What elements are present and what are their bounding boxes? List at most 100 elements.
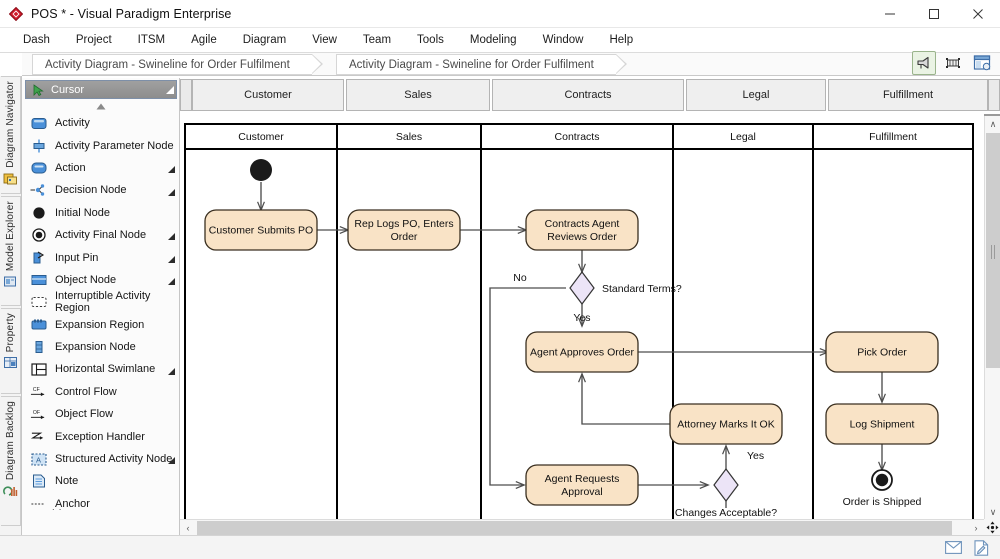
maximize-button[interactable] [912,0,956,28]
node-pick-order[interactable] [825,331,939,373]
palette-item-activity-final-node[interactable]: Activity Final Node [22,224,179,246]
sidebar-item-diagram-navigator[interactable]: Diagram Navigator [1,76,21,194]
menu-item-diagram[interactable]: Diagram [242,34,287,46]
action-nodes [204,209,939,506]
breadcrumb-item-2-label: Activity Diagram - Swineline for Order F… [349,58,594,71]
lane-header-sales[interactable]: Sales [346,79,490,111]
diagram-navigator-icon [3,171,18,189]
scroll-left-arrow[interactable]: ‹ [186,523,190,533]
node-initial[interactable] [250,159,272,181]
node-decision-changes-acceptable[interactable] [713,468,739,502]
window-title: POS * - Visual Paradigm Enterprise [31,6,232,21]
menu-item-modeling[interactable]: Modeling [469,34,517,46]
menu-item-tools[interactable]: Tools [417,34,444,46]
flow-decision1-no [489,287,566,485]
label-log-shipment: Log Shipment [850,419,915,431]
scroll-down-arrow[interactable]: ∨ [989,506,997,517]
palette-item-object-flow[interactable]: OF Object Flow [22,403,179,425]
visual-paradigm-diamond-logo-icon [9,6,23,21]
node-rep-logs-po[interactable] [347,209,461,251]
palette-item-control-flow[interactable]: CF Control Flow [22,381,179,403]
menu-item-view[interactable]: View [312,34,337,46]
minimize-button[interactable] [868,0,912,28]
menu-item-agile[interactable]: Agile [191,34,217,46]
lane-header-customer[interactable]: Customer [192,79,344,111]
node-log-shipment[interactable] [825,403,939,445]
menu-item-project[interactable]: Project [75,34,112,46]
palette-item-exception-handler[interactable]: Exception Handler [22,425,179,447]
diagram-canvas[interactable]: Customer Sales Contracts Legal Fulfillme… [180,116,984,520]
breadcrumb: Activity Diagram - Swineline for Order F… [22,53,1000,76]
palette-item-expansion-region[interactable]: Expansion Region [22,314,179,336]
object-flow-icon: OF [30,406,47,422]
palette-item-initial-node[interactable]: Initial Node [22,202,179,224]
expand-corner-icon[interactable] [168,231,175,243]
expand-corner-icon[interactable] [168,455,175,467]
node-attorney-marks-it-ok[interactable] [669,403,783,445]
palette-item-structured-activity-node[interactable]: A Structured Activity Node [22,448,179,470]
sidebar-item-model-explorer[interactable]: Model Explorer [1,196,21,306]
lane-header-legal[interactable]: Legal [686,79,826,111]
node-customer-submits-po[interactable] [204,209,318,251]
horizontal-scroll-thumb[interactable] [197,521,952,535]
expand-corner-icon[interactable] [168,254,175,266]
title-bar: POS * - Visual Paradigm Enterprise [0,0,1000,28]
palette-item-expansion-node[interactable]: Expansion Node [22,336,179,358]
lane-header-contracts[interactable]: Contracts [492,79,684,111]
palette-scroll-up-button[interactable] [22,100,179,113]
annotation-pin-icon[interactable] [912,51,936,75]
palette-item-note[interactable]: Note [22,470,179,492]
sidebar-item-property[interactable]: Property [1,308,21,394]
model-explorer-icon [3,274,18,292]
scroll-right-arrow[interactable]: › [974,523,978,533]
horizontal-scrollbar[interactable]: ‹ › [180,519,984,535]
node-contracts-agent-reviews-order[interactable] [525,209,639,251]
canvas-pan-grip-icon[interactable] [984,519,1000,535]
palette-item-decision-node[interactable]: Decision Node [22,179,179,201]
vertical-scroll-thumb[interactable] [986,133,1000,368]
expand-corner-icon[interactable] [168,276,175,288]
sidebar-item-diagram-backlog[interactable]: Diagram Backlog [1,396,21,526]
palette-item-object-node[interactable]: Object Node [22,269,179,291]
palette-item-horizontal-swimlane[interactable]: Horizontal Swimlane [22,358,179,380]
expand-corner-icon[interactable] [168,187,175,199]
filmstrip-icon[interactable] [941,51,965,75]
expand-corner-icon[interactable] [168,164,175,176]
palette-item-activity[interactable]: Activity [22,112,179,134]
open-specification-icon[interactable] [970,51,994,75]
scroll-up-arrow[interactable]: ∧ [989,118,997,129]
close-button[interactable] [956,0,1000,28]
breadcrumb-item-2[interactable]: Activity Diagram - Swineline for Order F… [336,54,627,75]
menu-item-team[interactable]: Team [362,34,392,46]
activity-final-node-icon [30,227,47,243]
node-agent-approves-order[interactable] [525,331,639,373]
expand-corner-icon[interactable] [168,366,175,378]
vertical-scrollbar[interactable]: ∧ ∨ [984,116,1000,520]
label-customer-submits-po: Customer Submits PO [209,225,313,237]
palette-item-input-pin[interactable]: Input Pin [22,246,179,268]
breadcrumb-item-1[interactable]: Activity Diagram - Swineline for Order F… [32,54,323,75]
node-agent-requests-approval[interactable] [525,464,639,506]
control-flow-icon: CF [30,384,47,400]
edge-label-standard-terms: Standard Terms? [602,283,682,295]
palette-cursor-tool[interactable]: Cursor [25,80,177,99]
palette-item-action[interactable]: Action [22,157,179,179]
palette-item-activity-parameter-node[interactable]: Activity Parameter Node [22,134,179,156]
edit-note-icon[interactable] [972,539,990,557]
node-decision-standard-terms[interactable] [569,271,595,305]
palette-item-anchor[interactable]: Anchor [22,493,179,515]
swimlane-frame [184,123,974,520]
palette-item-interruptible-activity-region[interactable]: Interruptible Activity Region [22,290,179,314]
sidebar-item-diagram-backlog-label: Diagram Backlog [5,401,16,481]
menu-item-window[interactable]: Window [542,34,584,46]
cursor-arrow-icon [33,83,44,96]
menu-item-itsm[interactable]: ITSM [137,34,166,46]
lane-header-fulfillment[interactable]: Fulfillment [828,79,988,111]
expansion-region-icon [30,317,47,333]
svg-text:OF: OF [33,410,40,416]
menu-item-dash[interactable]: Dash [23,34,50,46]
label-rep-logs-po-line2: Order [391,231,418,243]
menu-item-help[interactable]: Help [609,34,634,46]
message-envelope-icon[interactable] [944,539,962,557]
node-final[interactable] [871,469,893,491]
